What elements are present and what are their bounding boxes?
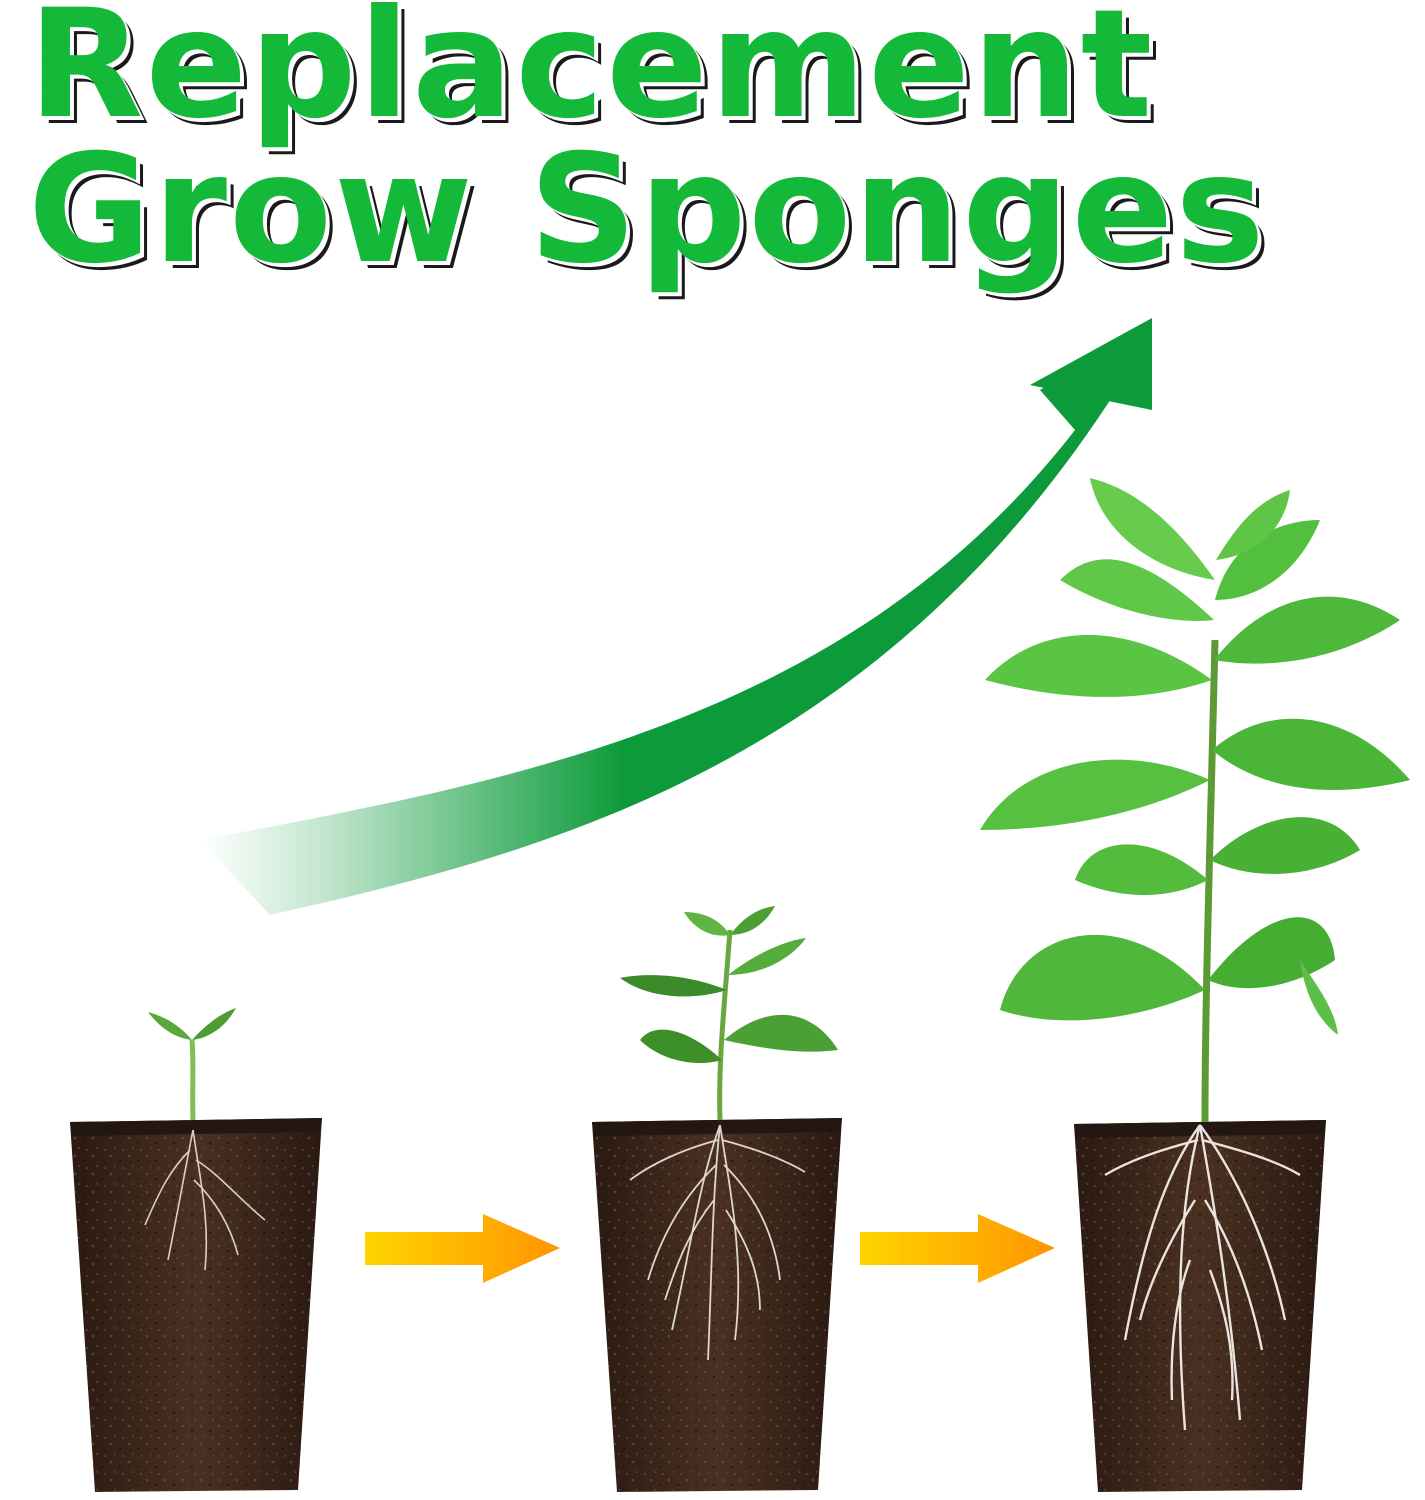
right-arrow-icon <box>860 1214 1055 1283</box>
sponge-mature-plant <box>980 478 1410 1492</box>
sponge-young-plant <box>592 906 842 1492</box>
right-arrow-icon <box>365 1214 560 1283</box>
curved-growth-arrow-icon <box>200 318 1152 915</box>
sponge-seedling <box>70 1008 322 1492</box>
headline-line-1: Replacement <box>28 0 1155 152</box>
headline-line-2: Grow Sponges <box>28 123 1267 297</box>
